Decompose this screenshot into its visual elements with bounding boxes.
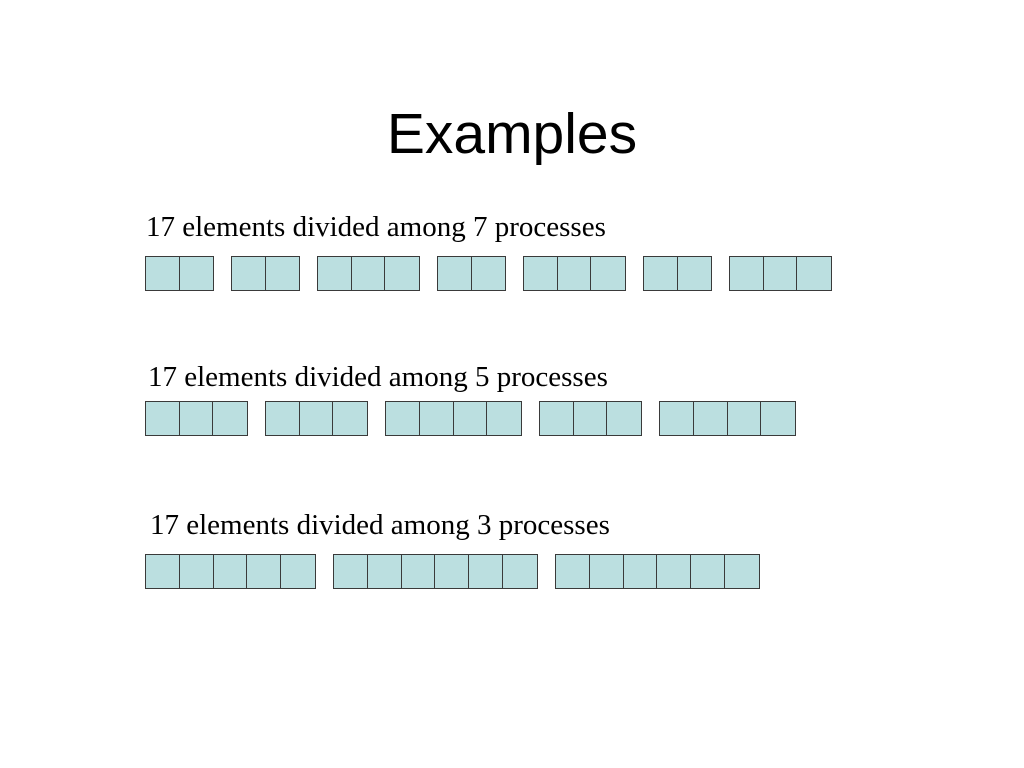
element-cell	[693, 402, 728, 435]
element-cell	[730, 257, 764, 290]
element-cell	[146, 402, 180, 435]
example-label-5-processes: 17 elements divided among 5 processes	[148, 361, 608, 393]
process-block	[555, 554, 760, 589]
process-block	[523, 256, 626, 291]
element-cell	[179, 555, 214, 588]
process-block	[145, 256, 214, 291]
element-cell	[660, 402, 694, 435]
element-cell	[607, 402, 641, 435]
element-cell	[281, 555, 315, 588]
element-cell	[179, 402, 214, 435]
element-cell	[299, 402, 334, 435]
process-block	[265, 401, 368, 436]
element-cell	[763, 257, 798, 290]
element-cell	[265, 257, 299, 290]
element-cell	[644, 257, 678, 290]
element-cell	[503, 555, 537, 588]
process-block	[659, 401, 796, 436]
process-block	[333, 554, 538, 589]
element-cell	[471, 257, 505, 290]
element-cell	[247, 555, 282, 588]
element-cell	[318, 257, 352, 290]
element-cell	[657, 555, 692, 588]
element-cell	[367, 555, 402, 588]
element-cell	[401, 555, 436, 588]
element-cell	[589, 555, 624, 588]
element-cell	[334, 555, 368, 588]
element-cell	[469, 555, 504, 588]
element-cell	[557, 257, 592, 290]
process-block	[317, 256, 420, 291]
element-cell	[761, 402, 795, 435]
process-block	[437, 256, 506, 291]
element-cell	[213, 402, 247, 435]
process-block	[729, 256, 832, 291]
element-cell	[232, 257, 266, 290]
element-cell	[146, 555, 180, 588]
element-cell	[266, 402, 300, 435]
process-block	[643, 256, 712, 291]
element-cell	[435, 555, 470, 588]
element-cell	[333, 402, 367, 435]
process-block	[231, 256, 300, 291]
element-cell	[438, 257, 472, 290]
process-block	[539, 401, 642, 436]
element-cell	[727, 402, 762, 435]
element-cell	[146, 257, 180, 290]
example-label-3-processes: 17 elements divided among 3 processes	[150, 509, 610, 541]
element-cell	[213, 555, 248, 588]
element-cell	[691, 555, 726, 588]
process-block	[145, 401, 248, 436]
element-cell	[179, 257, 213, 290]
element-cell	[797, 257, 831, 290]
element-cell	[591, 257, 625, 290]
process-block	[385, 401, 522, 436]
element-cell	[524, 257, 558, 290]
element-cell	[556, 555, 590, 588]
element-cell	[419, 402, 454, 435]
element-cell	[385, 257, 419, 290]
element-cell	[725, 555, 759, 588]
element-cell	[386, 402, 420, 435]
element-cell	[453, 402, 488, 435]
element-cell	[540, 402, 574, 435]
element-cell	[573, 402, 608, 435]
element-cell	[487, 402, 521, 435]
slide-title: Examples	[386, 102, 638, 166]
element-cell	[623, 555, 658, 588]
element-cell	[351, 257, 386, 290]
example-label-7-processes: 17 elements divided among 7 processes	[146, 211, 606, 243]
process-block	[145, 554, 316, 589]
element-cell	[677, 257, 711, 290]
